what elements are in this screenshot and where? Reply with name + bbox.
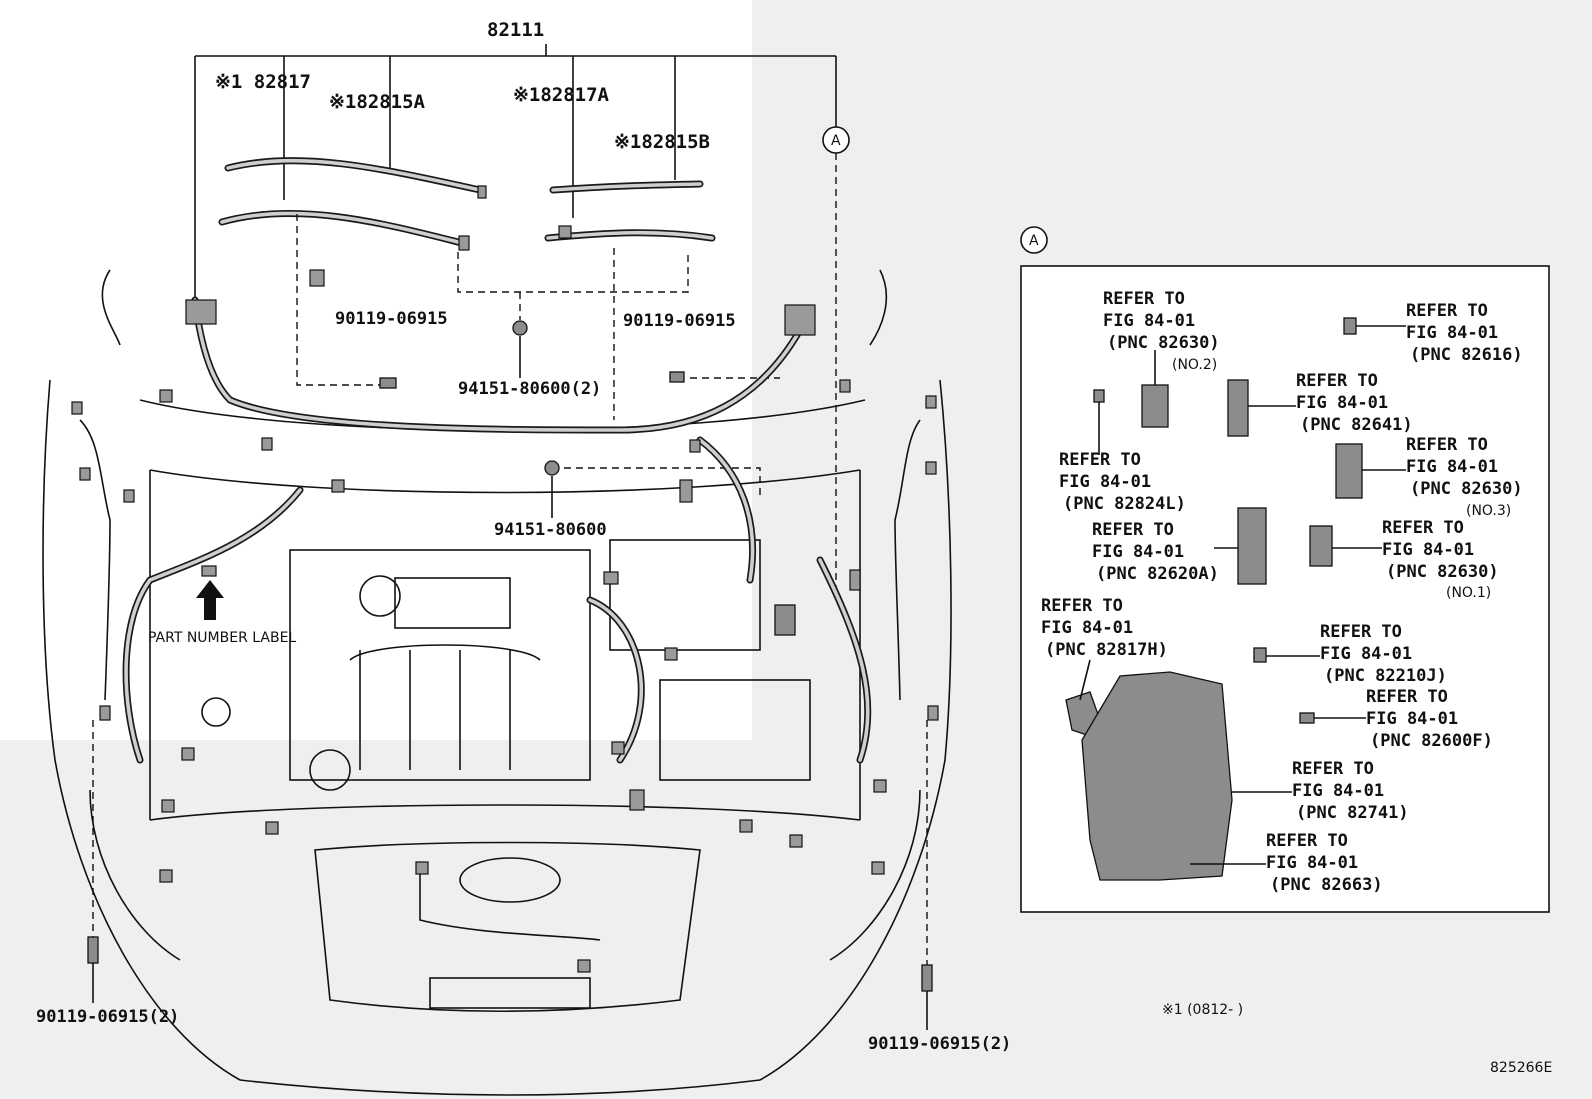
detail-ref-6: REFER TO FIG 84-01 (PNC 82620A) (1092, 520, 1219, 584)
detail-ref-5: REFER TO FIG 84-01 (PNC 82630) (NO.3) (1406, 435, 1523, 519)
detail-ref-1: REFER TO FIG 84-01 (PNC 82630) (NO.2) (1103, 289, 1220, 373)
callout-marker-a-detail: A (1029, 233, 1039, 249)
ref-5-line3: (PNC 82630) (1410, 479, 1523, 499)
ref-5-note: (NO.3) (1466, 503, 1511, 519)
detail-parts (1065, 317, 1363, 881)
detail-ref-11: REFER TO FIG 84-01 (PNC 82741) (1292, 759, 1409, 823)
ref-7-line3: (PNC 82630) (1386, 562, 1499, 582)
ref-7-note: (NO.1) (1446, 585, 1491, 601)
ref-6-line3: (PNC 82620A) (1096, 564, 1219, 584)
ref-10-line1: REFER TO (1366, 687, 1448, 707)
detail-ref-7: REFER TO FIG 84-01 (PNC 82630) (NO.1) (1382, 518, 1499, 601)
harness-strips (218, 157, 716, 251)
ref-4-line2: FIG 84-01 (1059, 472, 1151, 492)
ref-1-line1: REFER TO (1103, 289, 1185, 309)
detail-ref-10: REFER TO FIG 84-01 (PNC 82600F) (1366, 687, 1493, 751)
ref-12-line2: FIG 84-01 (1266, 853, 1358, 873)
ref-9-line1: REFER TO (1320, 622, 1402, 642)
callout-marker-a-upper: A (831, 133, 841, 149)
detail-ref-12: REFER TO FIG 84-01 (PNC 82663) (1266, 831, 1383, 895)
bolt-label-right-bottom: 90119-06915(2) (868, 1034, 1011, 1054)
ref-8-line1: REFER TO (1041, 596, 1123, 616)
assembly-number: 82111 (487, 19, 544, 41)
ref-7-line1: REFER TO (1382, 518, 1464, 538)
detail-ref-4: REFER TO FIG 84-01 (PNC 82824L) (1059, 450, 1186, 514)
part-label-82815a: ※182815A (329, 91, 426, 113)
ref-2-line1: REFER TO (1406, 301, 1488, 321)
detail-ref-3: REFER TO FIG 84-01 (PNC 82641) (1296, 371, 1413, 435)
ref-11-line1: REFER TO (1292, 759, 1374, 779)
clip-label-upper: 94151-80600(2) (458, 379, 601, 399)
footnote: ※1 (0812- ) (1162, 1002, 1243, 1018)
ref-7-line2: FIG 84-01 (1382, 540, 1474, 560)
ref-9-line3: (PNC 82210J) (1324, 666, 1447, 686)
ref-1-line2: FIG 84-01 (1103, 311, 1195, 331)
drawing-code: 825266E (1490, 1060, 1552, 1076)
ref-12-line1: REFER TO (1266, 831, 1348, 851)
ref-8-line2: FIG 84-01 (1041, 618, 1133, 638)
part-label-82817a: ※182817A (513, 84, 610, 106)
clip-label-lower: 94151-80600 (494, 520, 607, 540)
callout-marker-a-circle (1020, 226, 1048, 254)
background-upper (0, 0, 752, 740)
ref-10-line2: FIG 84-01 (1366, 709, 1458, 729)
detail-ref-9: REFER TO FIG 84-01 (PNC 82210J) (1320, 622, 1447, 686)
ref-5-line2: FIG 84-01 (1406, 457, 1498, 477)
detail-ref-2: REFER TO FIG 84-01 (PNC 82616) (1406, 301, 1523, 365)
ref-2-line3: (PNC 82616) (1410, 345, 1523, 365)
ref-4-line1: REFER TO (1059, 450, 1141, 470)
ref-4-line3: (PNC 82824L) (1063, 494, 1186, 514)
ref-1-line3: (PNC 82630) (1107, 333, 1220, 353)
bolt-label-left-top: 90119-06915 (335, 309, 448, 329)
assembly-bracket (194, 44, 850, 590)
part-number-label-arrow-icon (196, 580, 224, 620)
ref-11-line2: FIG 84-01 (1292, 781, 1384, 801)
bolt-label-left-bottom: 90119-06915(2) (36, 1007, 179, 1027)
detail-ref-8: REFER TO FIG 84-01 (PNC 82817H) (1041, 596, 1168, 660)
engine-bay-drawing (42, 269, 952, 1096)
ref-11-line3: (PNC 82741) (1296, 803, 1409, 823)
leader-lines (296, 214, 780, 500)
ref-6-line2: FIG 84-01 (1092, 542, 1184, 562)
ref-3-line1: REFER TO (1296, 371, 1378, 391)
ref-6-line1: REFER TO (1092, 520, 1174, 540)
part-label-82817: ※1 82817 (215, 71, 311, 93)
ref-9-line2: FIG 84-01 (1320, 644, 1412, 664)
bolt-label-right-top: 90119-06915 (623, 311, 736, 331)
part-label-82815b: ※182815B (614, 131, 710, 153)
ref-10-line3: (PNC 82600F) (1370, 731, 1493, 751)
ref-5-line1: REFER TO (1406, 435, 1488, 455)
part-number-label-text: PART NUMBER LABEL (148, 630, 296, 646)
ref-12-line3: (PNC 82663) (1270, 875, 1383, 895)
detail-leaders (1079, 325, 1406, 865)
ref-3-line2: FIG 84-01 (1296, 393, 1388, 413)
ref-3-line3: (PNC 82641) (1300, 415, 1413, 435)
ref-2-line2: FIG 84-01 (1406, 323, 1498, 343)
ref-1-note: (NO.2) (1172, 357, 1217, 373)
ref-8-line3: (PNC 82817H) (1045, 640, 1168, 660)
